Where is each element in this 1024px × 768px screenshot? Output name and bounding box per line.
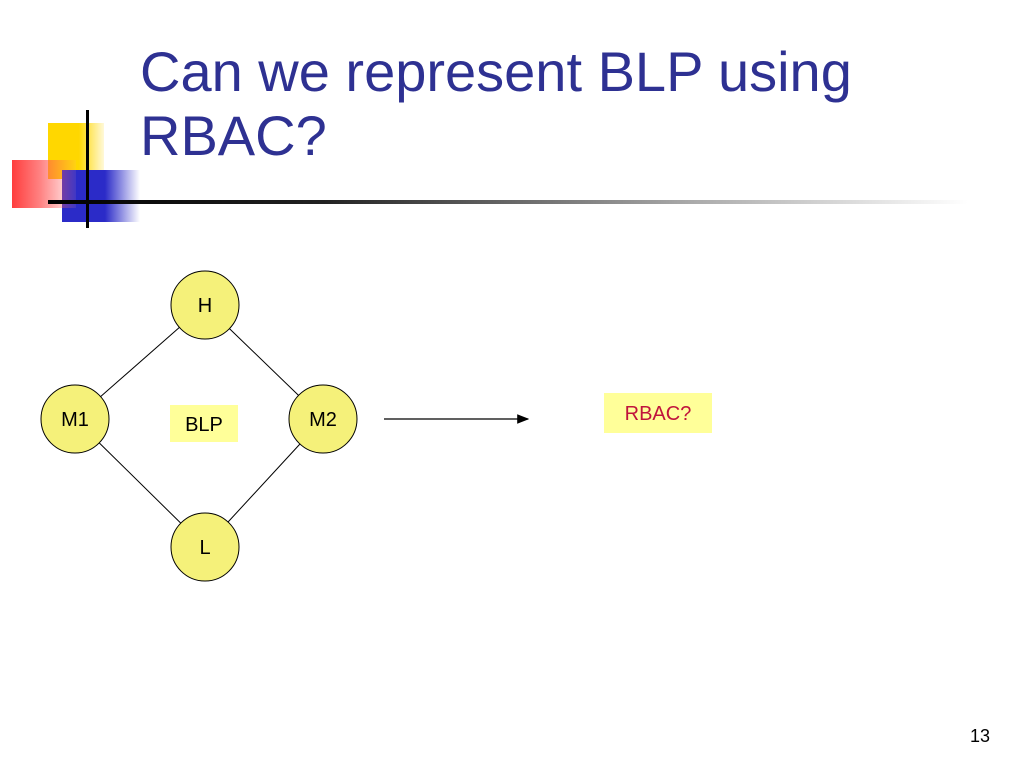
blp-label-text: BLP — [185, 414, 223, 436]
node-circle — [288, 384, 358, 454]
node-circle — [170, 512, 240, 582]
node-m1: M1 — [40, 384, 110, 454]
node-label: M1 — [61, 409, 89, 431]
lattice-nodes: H M1 M2L — [40, 270, 358, 582]
ornament-vertical-line — [86, 110, 89, 228]
edge-m2-l — [227, 443, 301, 523]
node-label: M2 — [309, 409, 337, 431]
rbac-label-text: RBAC? — [625, 403, 692, 425]
node-circle — [40, 384, 110, 454]
edge-m1-l — [98, 442, 182, 524]
node-label: L — [199, 537, 210, 559]
page-number: 13 — [969, 726, 990, 746]
node-l: L — [170, 512, 240, 582]
node-h: H — [170, 270, 240, 340]
node-m2: M2 — [288, 384, 358, 454]
edge-h-m1 — [100, 327, 180, 397]
blp-label-box — [170, 405, 238, 442]
title-underline — [48, 200, 968, 204]
rbac-label-box — [604, 393, 712, 433]
node-circle — [170, 270, 240, 340]
lattice-edges — [98, 327, 301, 524]
rbac-label: RBAC? — [604, 393, 712, 433]
blp-label: BLP — [170, 405, 238, 442]
node-label: H — [198, 295, 212, 317]
edge-h-m2 — [229, 328, 299, 396]
slide-title: Can we represent BLP using RBAC? — [140, 40, 852, 167]
